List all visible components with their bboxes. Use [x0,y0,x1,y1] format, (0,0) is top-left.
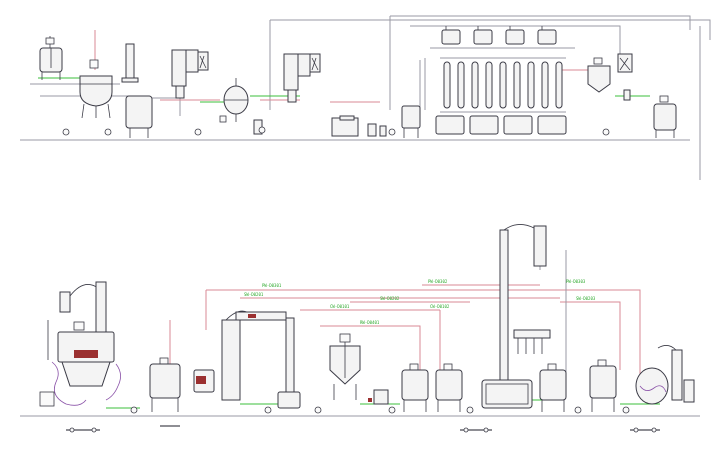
bottom-line-tags: PW-D0301 PW-D0302 PW-D0303 SW-D0201 SW-D… [244,279,596,325]
top-pipelines [20,15,711,180]
svg-text:PW-D0302: PW-D0302 [428,279,448,284]
svg-text:CW-D0102: CW-D0102 [430,304,450,309]
filter-press [331,115,387,137]
bottom-pumps [130,406,630,414]
flash-tank [219,78,263,135]
absorption-tower [481,224,551,409]
jacketed-reactor [79,59,113,119]
jacketed-vessel [329,333,389,405]
buffer-tank-row [435,115,567,135]
evaporator-final [635,345,695,405]
distillation-column-small [121,43,139,83]
receiver-row [441,26,557,45]
svg-text:SW-D0201: SW-D0201 [244,292,264,297]
evaporator-2 [283,53,321,103]
evaporator [193,310,301,409]
svg-text:CW-D0101: CW-D0101 [330,304,350,309]
reflux-reactor [39,281,121,407]
ground-markers [66,425,660,433]
final-tank [653,95,677,138]
svg-text:RW-D0401: RW-D0401 [360,320,380,325]
crystallizer [587,53,633,101]
holding-tank-5 [589,359,617,412]
bottom-process-line: PW-D0301 PW-D0302 PW-D0303 SW-D0201 SW-D… [20,224,700,433]
tube-bank [440,57,566,113]
holding-tank-bottom [149,357,181,412]
svg-text:PW-D0303: PW-D0303 [566,279,586,284]
top-pumps [62,126,610,136]
evaporator-1 [171,49,209,99]
svg-text:SW-D0202: SW-D0202 [380,296,400,301]
svg-text:PW-D0301: PW-D0301 [262,283,282,288]
mixing-tank [39,36,63,80]
storage-tank [125,95,153,138]
holding-tank [401,105,421,138]
svg-text:SW-D0203: SW-D0203 [576,296,596,301]
holding-tank-2 [401,363,429,412]
top-process-line [20,15,711,180]
holding-tank-3 [435,363,463,412]
holding-tank-4 [539,363,567,412]
